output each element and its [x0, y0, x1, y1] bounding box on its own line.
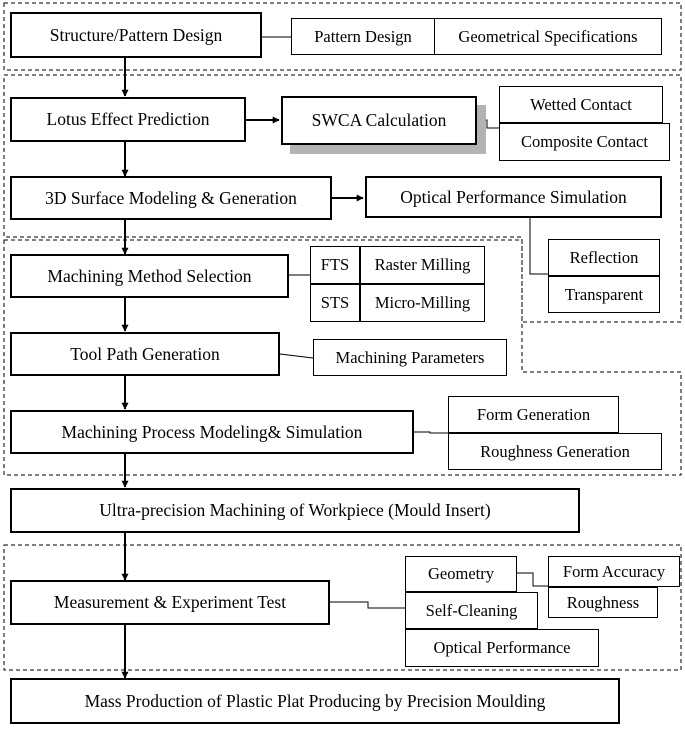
- pattern-design-box: Pattern Design: [291, 18, 435, 55]
- swca-calculation-box: SWCA Calculation: [281, 96, 477, 145]
- machining-parameters-box: Machining Parameters: [313, 339, 507, 376]
- fts-box: FTS: [310, 246, 360, 284]
- link-optical-outputs: [529, 218, 548, 275]
- machining-method-selection-box: Machining Method Selection: [10, 254, 289, 298]
- group-frame-machining: [3, 239, 682, 476]
- machining-process-modeling-box: Machining Process Modeling& Simulation: [10, 410, 414, 454]
- link-toolpath-parameters: [279, 353, 314, 359]
- form-generation-box: Form Generation: [448, 396, 619, 433]
- optical-performance-box: Optical Performance: [405, 629, 599, 667]
- link-swca-contacts: [477, 119, 499, 129]
- sts-box: STS: [310, 284, 360, 322]
- self-cleaning-box: Self-Cleaning: [405, 592, 538, 629]
- wetted-contact-box: Wetted Contact: [499, 86, 663, 123]
- structure-pattern-design-box: Structure/Pattern Design: [10, 12, 262, 58]
- link-geometry-form: [517, 572, 548, 587]
- geometrical-specifications-box: Geometrical Specifications: [434, 18, 662, 55]
- lotus-effect-prediction-box: Lotus Effect Prediction: [10, 97, 246, 142]
- group-frame-measurement: [3, 544, 682, 671]
- measurement-experiment-test-box: Measurement & Experiment Test: [10, 580, 330, 625]
- link-measurement-results: [330, 601, 406, 609]
- roughness-box: Roughness: [548, 587, 658, 618]
- link-process-generation: [414, 431, 448, 434]
- transparent-box: Transparent: [548, 276, 660, 313]
- optical-performance-simulation-box: Optical Performance Simulation: [365, 176, 662, 218]
- ultra-precision-machining-box: Ultra-precision Machining of Workpiece (…: [10, 488, 580, 533]
- raster-milling-box: Raster Milling: [360, 246, 485, 284]
- surface-modeling-box: 3D Surface Modeling & Generation: [10, 176, 332, 220]
- tool-path-generation-box: Tool Path Generation: [10, 332, 280, 376]
- roughness-generation-box: Roughness Generation: [448, 433, 662, 470]
- composite-contact-box: Composite Contact: [499, 123, 670, 161]
- reflection-box: Reflection: [548, 239, 660, 276]
- group-frame-design: [3, 2, 682, 71]
- geometry-box: Geometry: [405, 556, 517, 592]
- form-accuracy-box: Form Accuracy: [548, 556, 680, 587]
- mass-production-box: Mass Production of Plastic Plat Producin…: [10, 678, 620, 724]
- micro-milling-box: Micro-Milling: [360, 284, 485, 322]
